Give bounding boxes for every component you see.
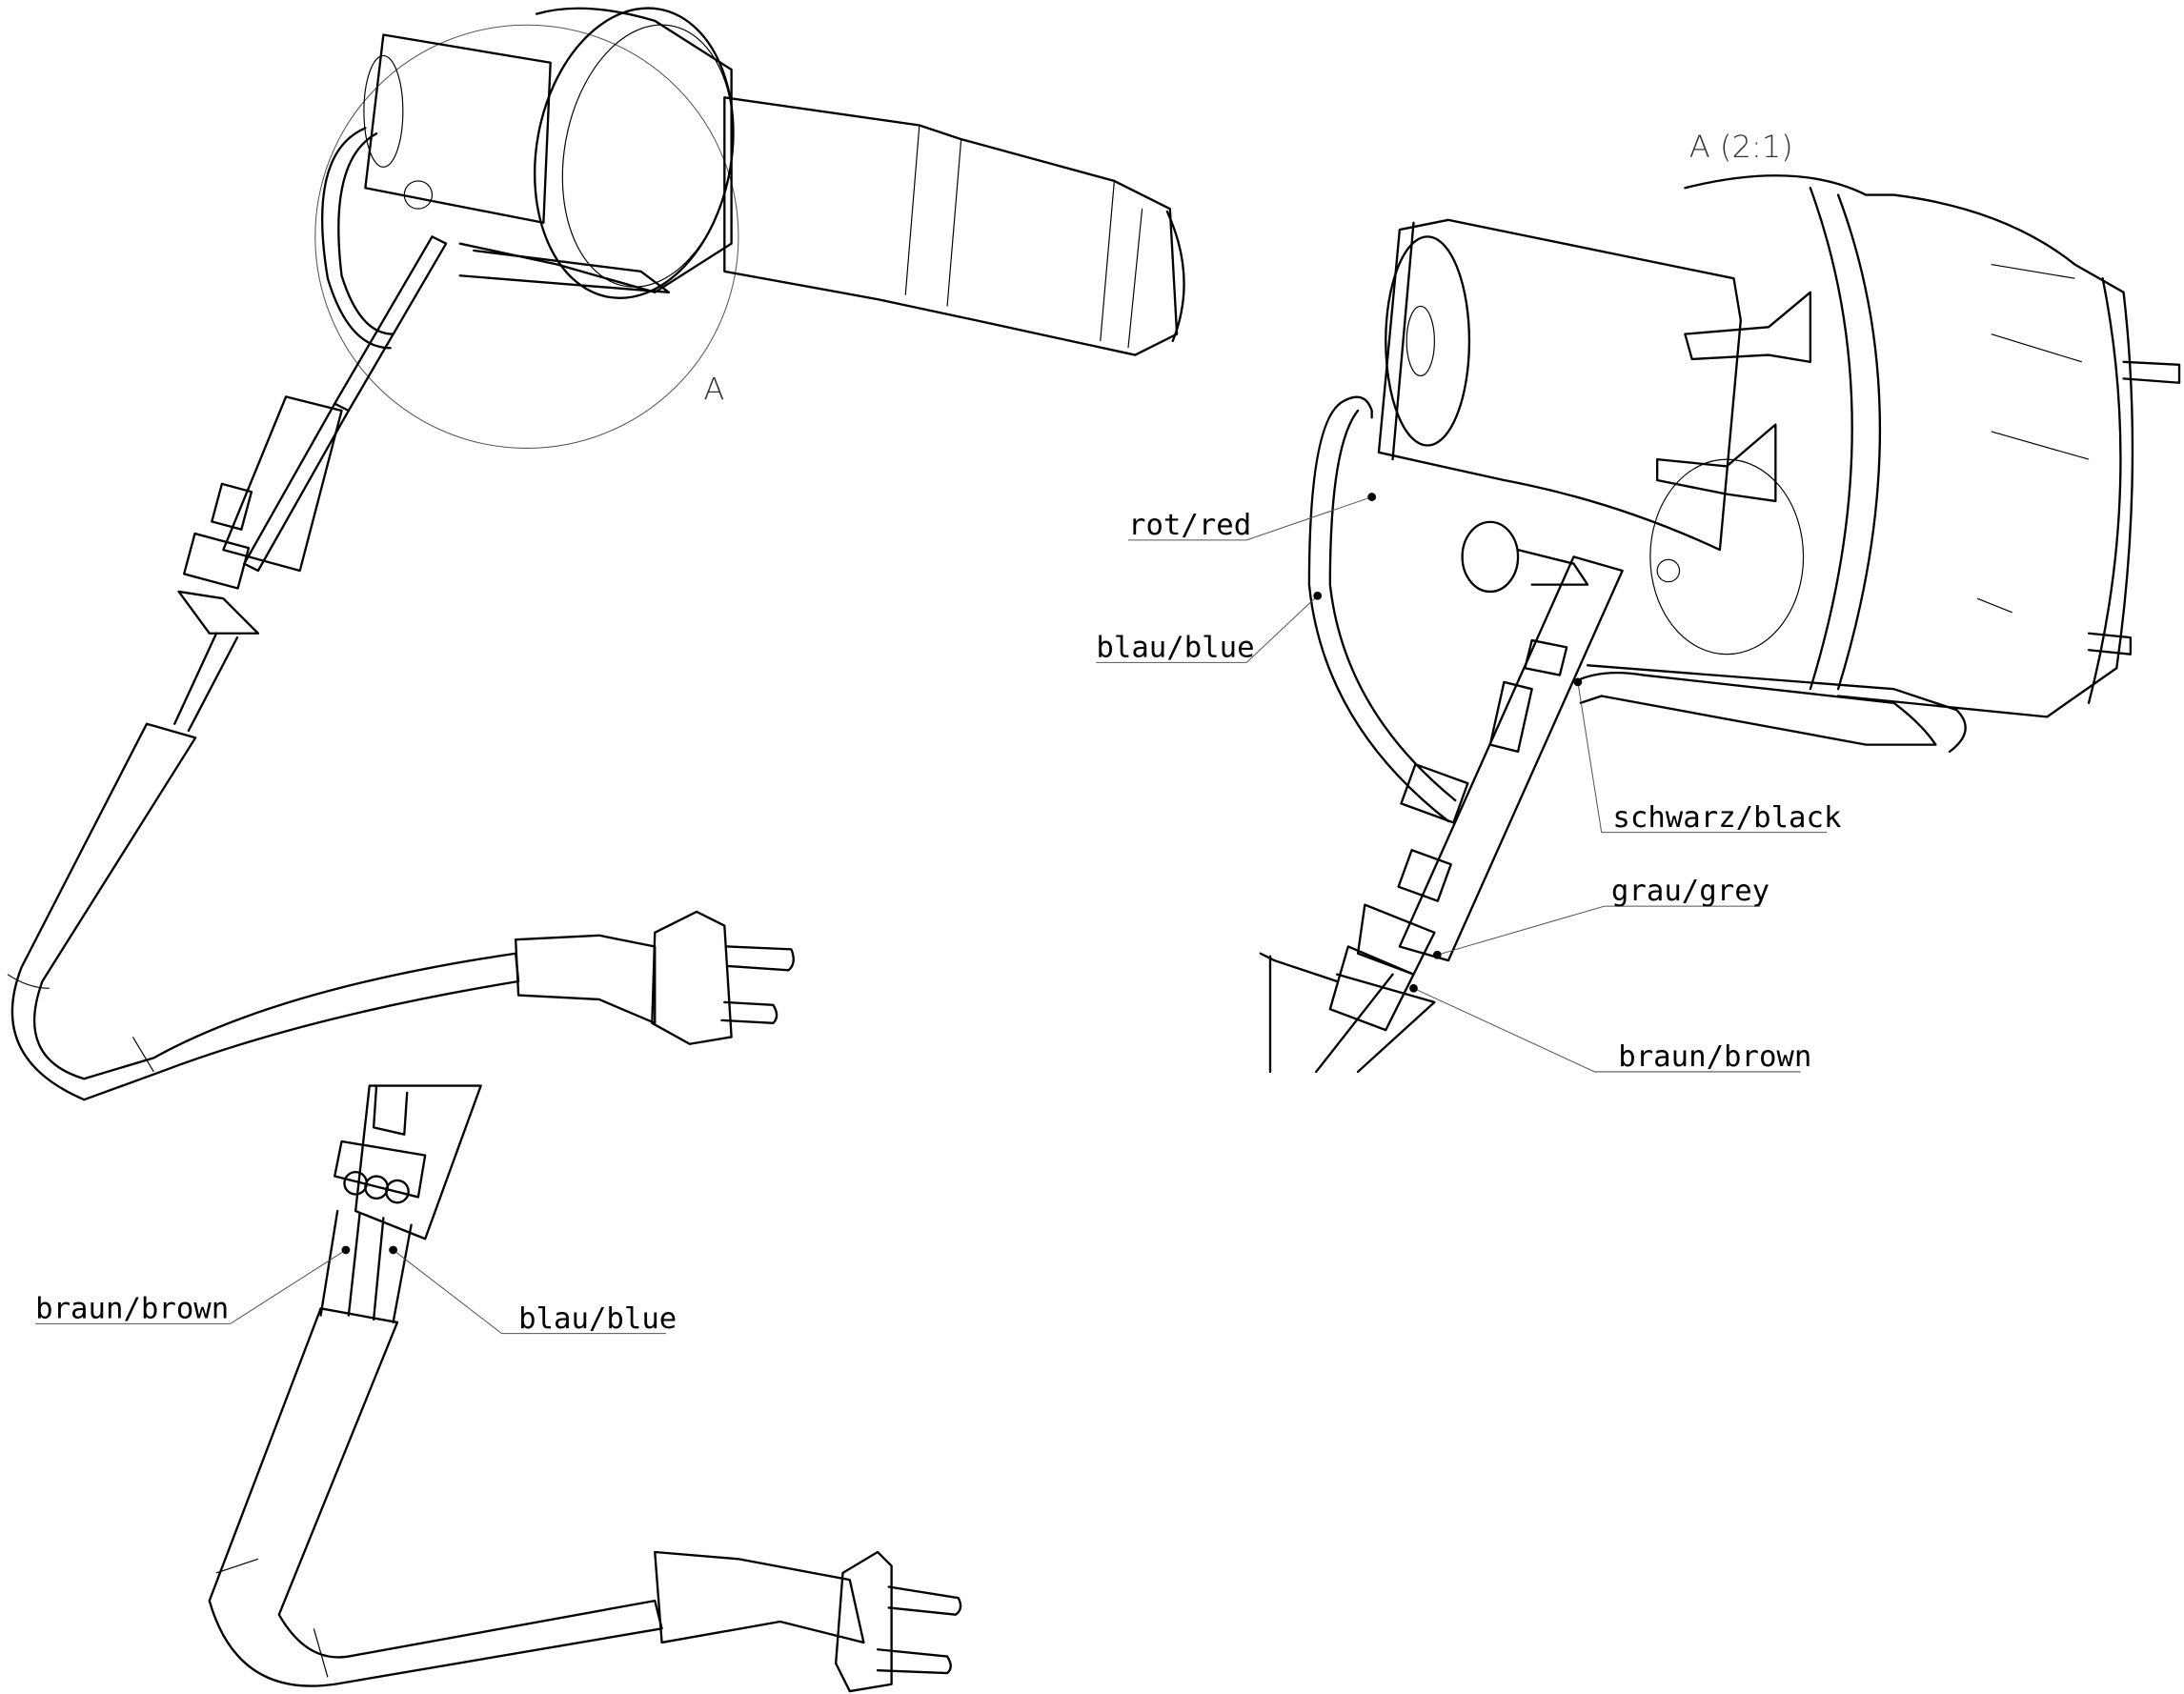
svg-text:braun/brown: braun/brown — [1618, 1040, 1811, 1074]
label-brown-cable: braun/brown — [35, 1245, 351, 1326]
svg-text:rot/red: rot/red — [1128, 509, 1251, 542]
detail-view-title: A (2:1) — [1689, 129, 1793, 165]
label-blue-detail: blau/blue — [1096, 591, 1323, 665]
label-blue-cable: blau/blue — [389, 1245, 677, 1336]
detail-circle-a — [314, 24, 739, 449]
label-black: schwarz/black — [1573, 677, 1841, 835]
svg-text:schwarz/black: schwarz/black — [1612, 801, 1841, 835]
svg-text:blau/blue: blau/blue — [518, 1302, 677, 1336]
label-red: rot/red — [1127, 493, 1377, 542]
svg-text:blau/blue: blau/blue — [1096, 632, 1254, 665]
svg-text:braun/brown: braun/brown — [35, 1293, 229, 1326]
overview-tool-drawing — [7, 7, 1185, 1101]
detail-marker-a: A — [703, 371, 724, 407]
detail-view-drawing — [1259, 174, 2181, 1074]
cable-drawing — [208, 1084, 962, 1693]
label-brown-detail: braun/brown — [1409, 983, 1811, 1074]
label-grey: grau/grey — [1432, 875, 1769, 959]
svg-text:grau/grey: grau/grey — [1611, 875, 1769, 908]
